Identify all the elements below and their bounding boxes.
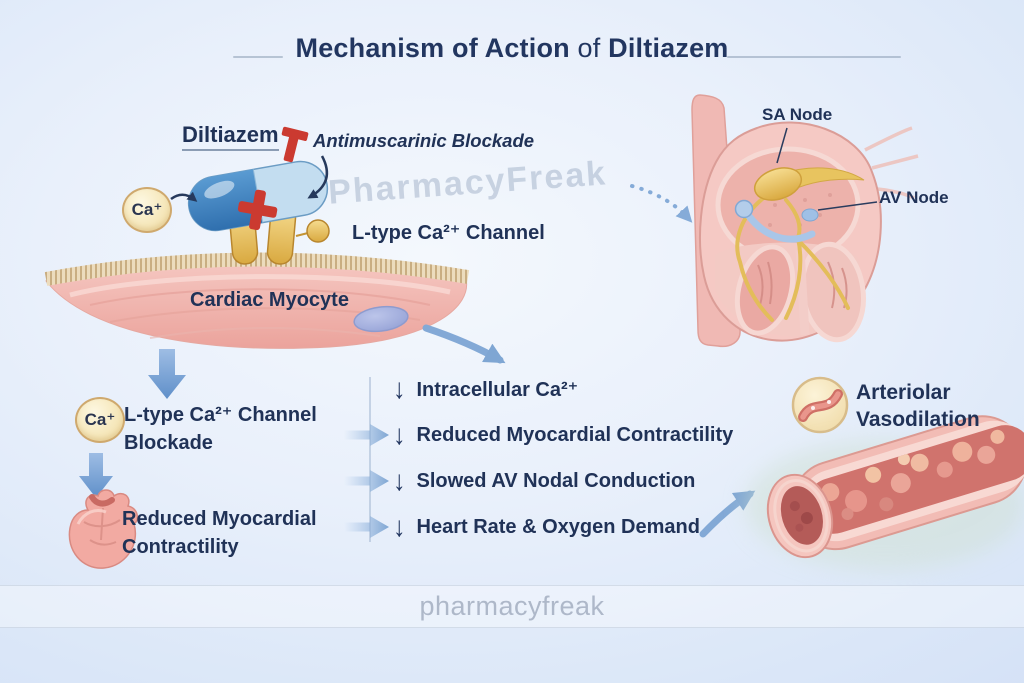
channel-label: L-type Ca²⁺ Channel [352,222,545,244]
calcium-ion-badge-2: Ca⁺ [75,397,125,443]
inactivation-ball [306,219,330,243]
blockade-t-icon [281,126,309,163]
reduced-contractility-label: Reduced Myocardial Contractility [122,505,317,561]
antimuscarinic-blockade-label: Antimuscarinic Blockade [313,130,535,151]
effect-label: Reduced Myocardial Contractility [416,423,734,446]
calcium-ion-badge: Ca⁺ [122,187,172,233]
title-drug: Diltiazem [608,33,729,63]
av-node [801,208,819,222]
decrease-arrow-icon: ↓ [393,465,406,497]
effect-item-av-conduction: ↓ Slowed AV Nodal Conduction [393,465,696,497]
watermark-bottom-band: pharmacyfreak [0,585,1024,628]
av-node-pointer-line [817,201,878,211]
ca-to-capsule-arrow [170,191,198,202]
branch-arrow-3 [344,516,389,538]
branch-arrow-2 [344,470,389,492]
channel-blockade-label: L-type Ca²⁺ Channel Blockade [124,401,317,457]
title-lead: Mechanism of Action [295,33,570,63]
heart-illustration [691,94,919,348]
effect-label: Intracellular Ca²⁺ [416,378,579,401]
dotted-arrow-to-heart [630,184,693,223]
watermark-bottom: pharmacyfreak [419,591,605,621]
vasodilation-line1: Arteriolar [856,381,951,404]
decrease-arrow-icon: ↓ [393,419,406,451]
note-to-channel-arrow [307,155,329,199]
effect-label: Slowed AV Nodal Conduction [416,469,696,492]
title-rule-left [233,56,283,58]
effect-item-contractility: ↓ Reduced Myocardial Contractility [393,419,734,451]
calcium-ion-label: Ca⁺ [131,200,163,219]
diltiazem-label: Diltiazem [182,122,279,151]
sa-node-pointer-line [776,127,788,164]
effect-label: Heart Rate & Oxygen Demand [416,515,700,538]
vasodilation-line2: Vasodilation [856,408,980,431]
av-node-label: AV Node [879,188,949,207]
cardiac-myocyte-label: Cardiac Myocyte [190,289,349,311]
down-arrow-2 [79,453,113,498]
vasodilation-badge-icon [791,376,849,434]
decrease-arrow-icon: ↓ [393,373,406,405]
nucleus [353,305,409,333]
curved-arrow-to-vessel [699,490,756,538]
decrease-arrow-icon: ↓ [393,511,406,543]
sa-node [753,167,803,201]
curved-arrow-to-effects [422,324,506,364]
channel-blockade-line1: L-type Ca²⁺ Channel [124,404,317,426]
reduced-contractility-line1: Reduced Myocardial [122,508,317,530]
blockade-cross-icon [237,189,278,231]
vasodilation-label: Arteriolar Vasodilation [856,379,980,433]
effect-item-intracellular-ca: ↓ Intracellular Ca²⁺ [393,373,579,405]
branch-arrow-1 [344,424,389,446]
heart-icon [68,489,139,569]
reduced-contractility-line2: Contractility [122,536,239,558]
blood-vessel-illustration [766,415,1024,559]
effect-item-heart-rate: ↓ Heart Rate & Oxygen Demand [393,511,700,543]
channel-blockade-line2: Blockade [124,432,213,454]
title-rule-right [727,56,901,58]
title-mid: of [577,33,601,63]
sa-node-label: SA Node [762,105,833,124]
calcium-ion-label-2: Ca⁺ [84,410,116,429]
page-title: Mechanism of Action of Diltiazem [0,33,1024,64]
cardiac-myocyte-illustration [44,252,470,349]
down-arrow-1 [148,349,186,399]
